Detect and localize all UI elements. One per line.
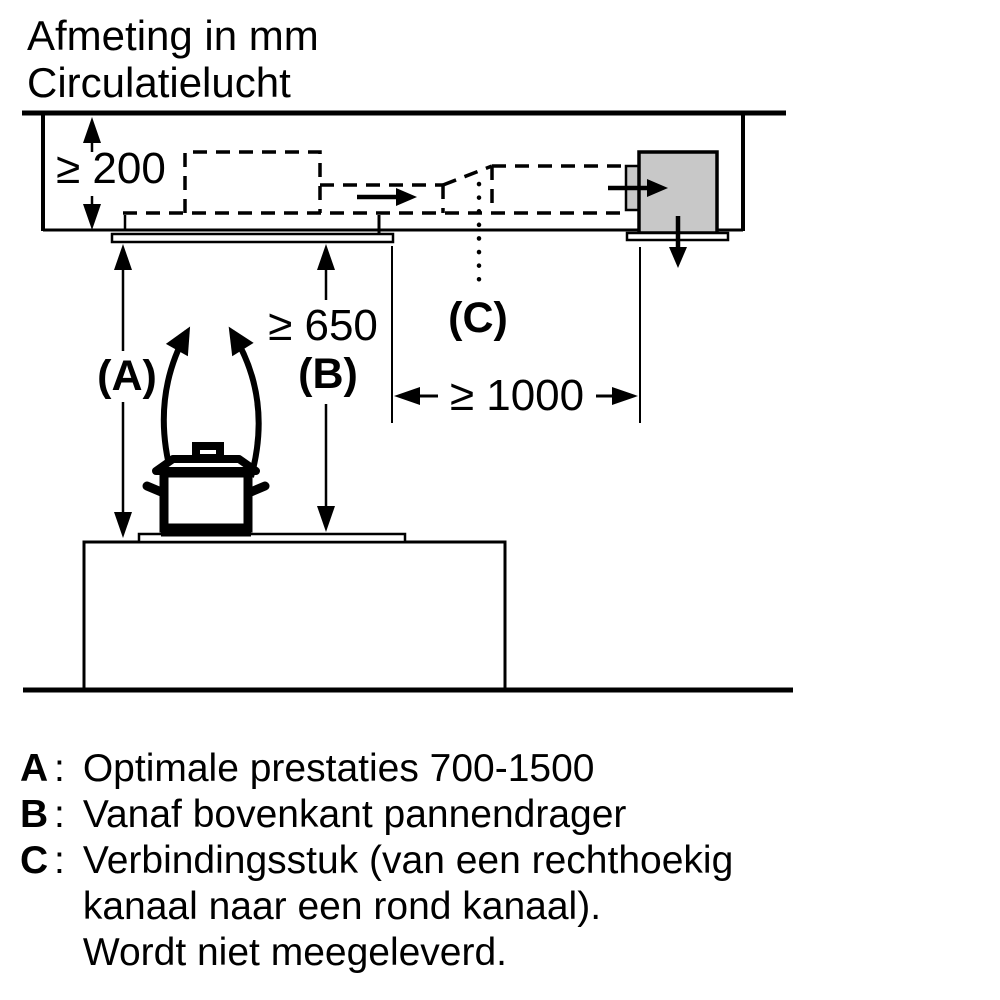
legend-text-b: Vanaf bovenkant pannendrager: [82, 793, 627, 836]
legend-row-c: C: Verbindingsstuk (van een rechthoekig …: [20, 838, 990, 976]
legend-text-a: Optimale prestaties 700-1500: [82, 747, 595, 790]
legend-text-c-line1: Verbindingsstuk (van een rechthoekig: [82, 839, 734, 882]
legend-colon: :: [54, 747, 65, 790]
legend-row-a: A: Optimale prestaties 700-1500: [20, 746, 990, 792]
title-line-1: Afmeting in mm: [27, 12, 319, 59]
dim-1000-label: ≥ 1000: [449, 371, 585, 420]
legend-key-b: B: [20, 793, 49, 836]
counter: [82, 540, 507, 691]
dim-200-label: ≥ 200: [56, 144, 166, 193]
dim-650-label: ≥ 650: [268, 301, 378, 350]
cooking-pot-icon: [142, 442, 270, 537]
airflow-arrow-duct-icon: [357, 188, 417, 206]
airflow-arrow-outlet-icon: [669, 216, 687, 268]
legend-colon: :: [54, 793, 65, 836]
connecting-duct-dashed: [320, 164, 628, 213]
dim-a-line: [114, 244, 132, 538]
airflow-arrow-inlet-icon: [608, 179, 668, 197]
legend-text-c-line3: Wordt niet meegeleverd.: [82, 931, 508, 974]
ref-c-label: (C): [448, 294, 508, 342]
ref-a-label: (A): [97, 352, 157, 400]
legend-key-c: C: [20, 839, 49, 882]
legend-colon: :: [54, 839, 65, 882]
dim-recess-height: [83, 117, 101, 230]
legend-row-b: B: Vanaf bovenkant pannendrager: [20, 792, 990, 838]
legend: A: Optimale prestaties 700-1500 B: Vanaf…: [20, 746, 990, 976]
legend-text-c-line2: kanaal naar een rond kanaal).: [82, 885, 602, 928]
legend-key-a: A: [20, 747, 49, 790]
hood-dashed-outline: [123, 150, 628, 234]
ref-b-label: (B): [298, 350, 358, 398]
cooktop-panel: [137, 532, 407, 544]
hood-visible-panel: [110, 232, 395, 244]
page-title: Afmeting in mm Circulatielucht: [27, 12, 319, 106]
ceiling-section: [22, 110, 786, 232]
blower-unit: [624, 150, 719, 235]
dim-outlet-distance: [391, 246, 641, 423]
title-line-2: Circulatielucht: [27, 59, 291, 106]
dim-b-line: [317, 244, 335, 532]
